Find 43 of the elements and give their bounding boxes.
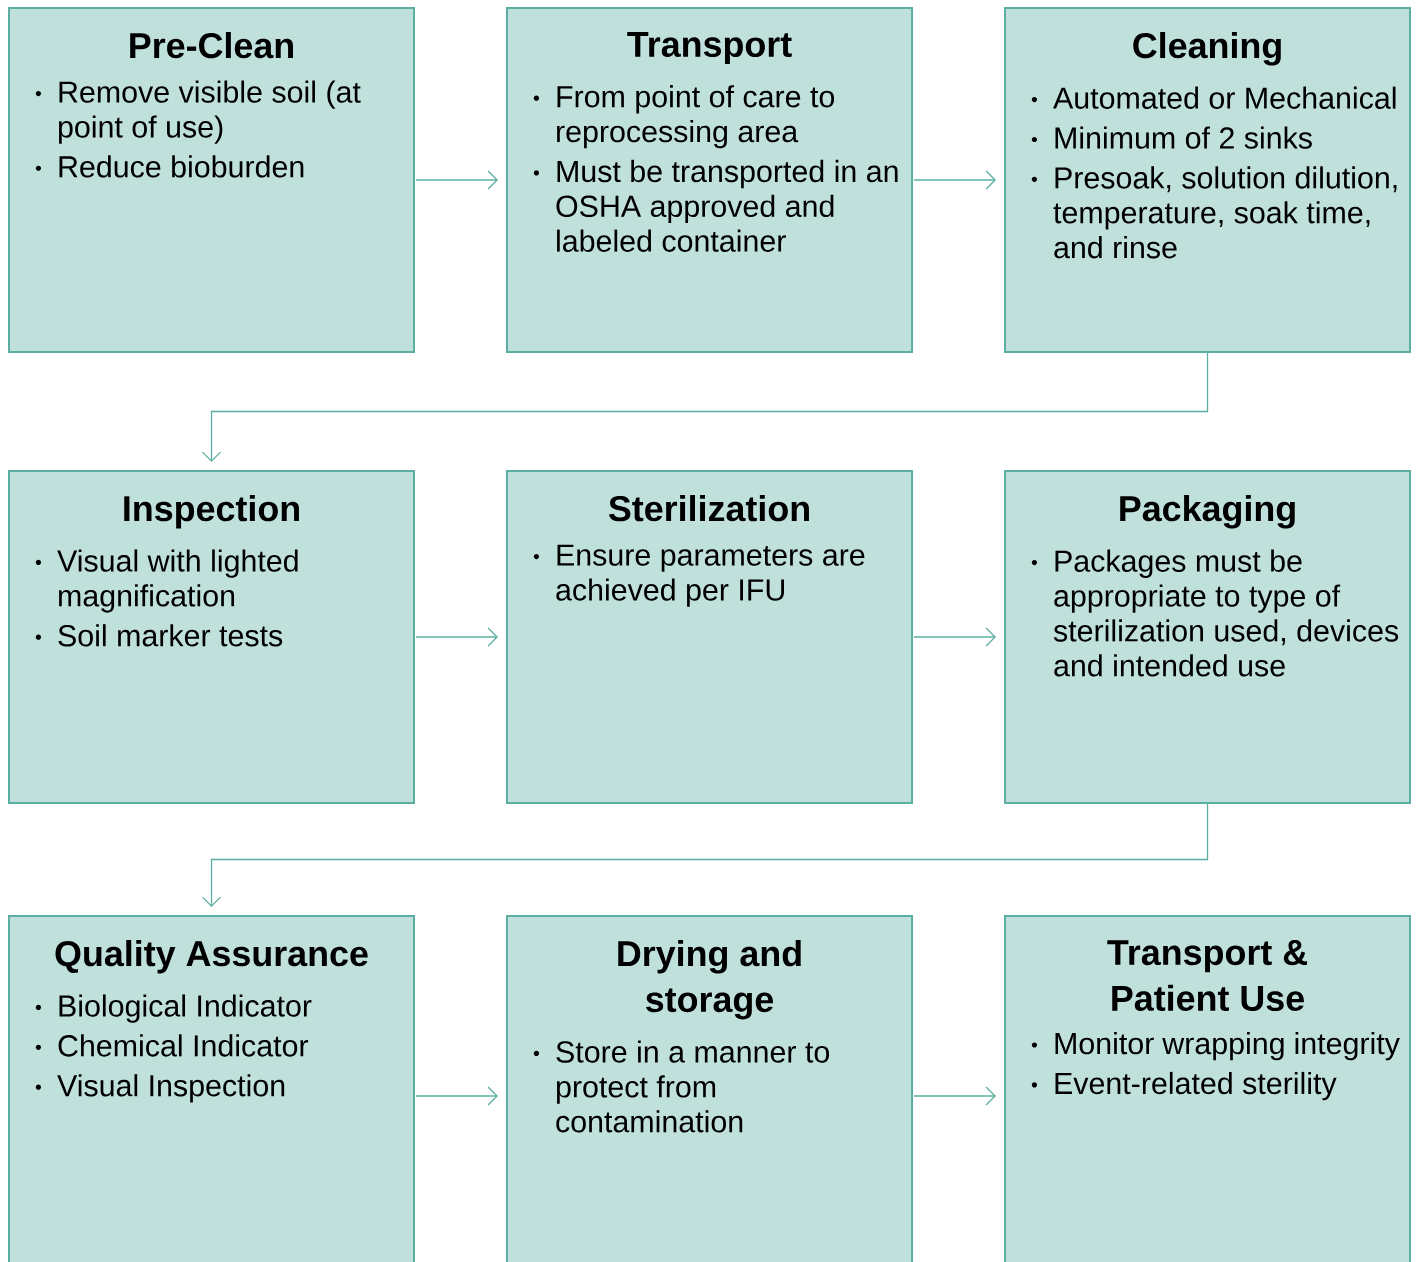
- bullet-item: From point of care to reprocessing area: [533, 85, 835, 149]
- bullet-item: Visual Inspection: [35, 1074, 285, 1103]
- box-heading: Transport & Patient Use: [1107, 940, 1307, 1011]
- bullet-item: Monitor wrapping integrity: [1031, 1032, 1400, 1061]
- box-heading: Drying and storage: [618, 940, 801, 1020]
- process-box: [1004, 7, 1411, 353]
- bullet-item: Presoak, solution dilution, temperature, soak time, and rinse: [1031, 166, 1397, 259]
- arrow: [913, 627, 996, 647]
- process-box: [8, 7, 415, 353]
- arrow: [201, 352, 1209, 462]
- process-box: [1004, 915, 1411, 1262]
- box-heading: Inspection: [124, 495, 299, 529]
- process-box: [506, 470, 913, 804]
- arrow: [415, 170, 498, 190]
- bullet-item: Soil marker tests: [35, 624, 283, 647]
- box-heading: Sterilization: [608, 495, 809, 522]
- box-heading: Packaging: [1120, 495, 1295, 529]
- process-box: [506, 915, 913, 1262]
- process-box: [8, 470, 415, 804]
- bullet-item: Automated or Mechanical: [1031, 86, 1396, 109]
- box-heading: Transport: [627, 32, 792, 65]
- process-box: [8, 915, 415, 1262]
- bullet-item: Biological Indicator: [35, 994, 312, 1023]
- bullet-item: Visual with lighted magnification: [35, 549, 298, 613]
- bullet-item: Packages must be appropriate to type of sterilization used, devices and intended use: [1031, 549, 1399, 677]
- arrow: [415, 1086, 498, 1106]
- bullet-item: Store in a manner to protect from contamination: [533, 1040, 829, 1133]
- box-heading: Pre-Clean: [130, 32, 293, 59]
- arrow: [201, 803, 1209, 907]
- bullet-item: Remove visible soil (at point of use): [35, 80, 361, 144]
- bullet-item: Minimum of 2 sinks: [1031, 126, 1312, 149]
- bullet-item: Ensure parameters are achieved per IFU: [533, 544, 865, 607]
- bullet-item: Reduce bioburden: [35, 155, 304, 178]
- process-box: [1004, 470, 1411, 804]
- bullet-item: Event-related sterility: [1031, 1071, 1337, 1101]
- arrow: [913, 170, 996, 190]
- arrow: [913, 1086, 996, 1106]
- bullet-item: Must be transported in an OSHA approved and labeled container: [533, 159, 898, 252]
- bullet-item: Chemical Indicator: [35, 1034, 309, 1057]
- arrow: [415, 627, 498, 647]
- process-box: [506, 7, 913, 353]
- box-heading: Cleaning: [1133, 32, 1281, 66]
- box-heading: Quality Assurance: [55, 940, 368, 974]
